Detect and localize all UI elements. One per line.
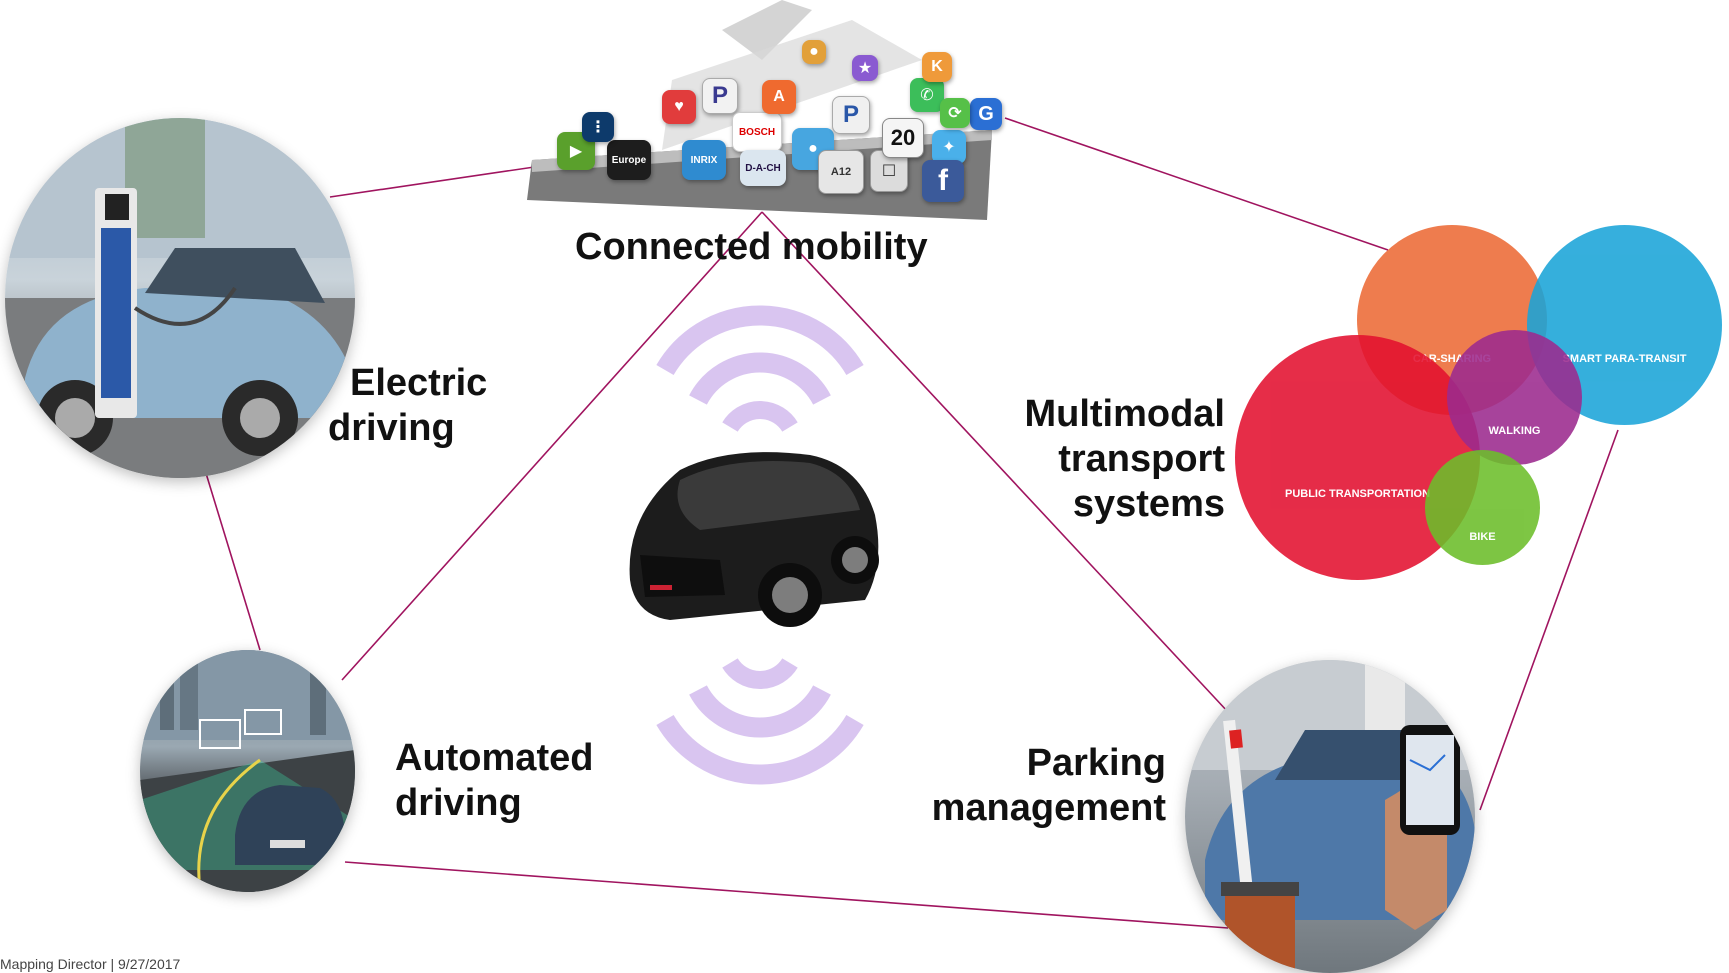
central-car-with-signal xyxy=(629,305,879,785)
app-icon-orange: K xyxy=(922,52,952,82)
mode-bike-label: BIKE xyxy=(1469,531,1496,543)
line-electric-connected xyxy=(329,164,549,198)
app-icon-europe: Europe xyxy=(607,140,651,180)
label-automated-line1: Automated xyxy=(395,737,594,779)
label-multimodal-line2: transport xyxy=(1058,438,1225,480)
label-electric-driving: Electric driving xyxy=(328,361,487,451)
label-automated-line2: driving xyxy=(395,782,522,824)
signal-arc-bottom-inner xyxy=(722,657,798,689)
signal-arc-top-outer xyxy=(656,305,864,376)
label-automated-driving: Automated driving xyxy=(395,736,593,826)
label-multimodal-line3: systems xyxy=(1072,483,1225,525)
app-icon-green: ⟳ xyxy=(940,98,970,128)
line-automated-parking xyxy=(344,861,1229,929)
automated-scene xyxy=(140,650,355,892)
app-icon-calendar: 20 xyxy=(882,118,924,158)
app-icon-dots: ⋮ xyxy=(582,112,614,142)
line-electric-automated xyxy=(204,469,261,651)
app-icon-bosch: BOSCH xyxy=(732,112,782,152)
label-electric-line1: Electric xyxy=(350,362,488,404)
app-icon-twitter: ✦ xyxy=(932,130,966,164)
app-icon-heart: ♥ xyxy=(662,90,696,124)
app-icon-p2: P xyxy=(832,96,870,134)
mode-bike: BIKE xyxy=(1425,450,1540,565)
app-icon-facebook: f xyxy=(922,160,964,202)
signal-arc-top-middle xyxy=(689,352,831,405)
app-icon-a12: A xyxy=(762,80,796,114)
label-multimodal: Multimodal transport systems xyxy=(990,392,1225,527)
app-icon-dach: D-A-CH xyxy=(740,150,786,186)
label-multimodal-line1: Multimodal xyxy=(1024,393,1225,435)
label-parking-line2: management xyxy=(931,787,1166,829)
app-icon-small-1: ★ xyxy=(852,55,878,81)
app-icon-whatsapp: ✆ xyxy=(910,78,944,112)
mode-walking-label: WALKING xyxy=(1488,425,1541,437)
signal-arc-bottom-outer xyxy=(656,714,864,785)
mode-public-label: PUBLIC TRANSPORTATION xyxy=(1284,488,1431,500)
parking-scene xyxy=(1185,660,1475,973)
app-icon-google: G xyxy=(970,98,1002,130)
automated-driving-image xyxy=(140,650,355,892)
signal-arc-bottom-middle xyxy=(689,685,831,738)
line-connected-automated xyxy=(341,211,763,681)
connected-mobility-image: ▶ Europe ⋮ ♥ P INRIX BOSCH D-A-CH ● A A1… xyxy=(522,0,1002,235)
line-multimodal-parking xyxy=(1479,429,1619,811)
app-icon-a12-road: A12 xyxy=(818,150,864,194)
label-parking-line1: Parking xyxy=(1026,742,1166,784)
app-icon-p1: P xyxy=(702,78,738,114)
electric-driving-image xyxy=(5,118,355,478)
app-icon-small-2: ● xyxy=(802,40,826,64)
label-parking-management: Parking management xyxy=(900,741,1166,831)
parking-management-image xyxy=(1185,660,1475,973)
multimodal-cluster: CAR-SHARING SMART PARA-TRANSIT PUBLIC TR… xyxy=(1235,225,1729,585)
line-connected-multimodal xyxy=(1004,117,1389,251)
black-car xyxy=(629,452,879,627)
signal-arc-top-inner xyxy=(722,401,798,433)
electric-car-scene xyxy=(5,118,355,478)
mode-para-transit-label: SMART PARA-TRANSIT xyxy=(1562,353,1687,365)
label-connected-mobility: Connected mobility xyxy=(575,226,928,268)
footer-text: Mapping Director | 9/27/2017 xyxy=(0,956,181,972)
mode-walking: WALKING xyxy=(1447,330,1582,465)
app-icon-inrix: INRIX xyxy=(682,140,726,180)
label-electric-line2: driving xyxy=(328,407,455,449)
line-connected-parking xyxy=(761,211,1229,713)
